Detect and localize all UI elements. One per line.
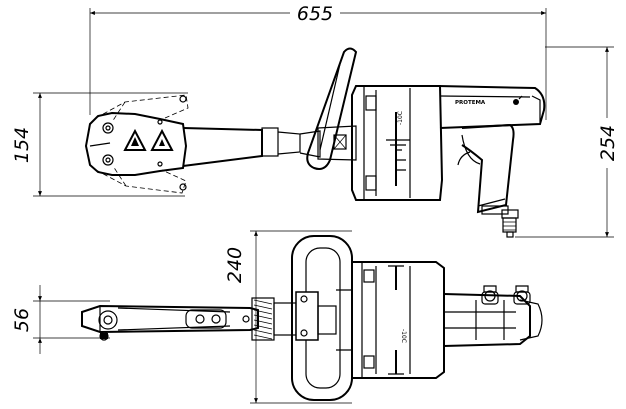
top-motor: -10C [336, 261, 445, 379]
side-handle [306, 47, 358, 170]
dimension-handle-width: 240 [224, 230, 352, 404]
dimension-jaw-thickness: 56 [11, 285, 110, 354]
dimension-value-655: 655 [297, 3, 333, 25]
dimension-value-240: 240 [224, 247, 246, 283]
dimension-jaw-height: 154 [11, 92, 188, 197]
dimension-value-254: 254 [597, 125, 619, 161]
pistol-grip [457, 123, 519, 238]
tool-body: PROTEMA [437, 85, 546, 129]
model-label-side: -10C [397, 111, 404, 125]
motor-housing: -10C [351, 85, 444, 201]
brand-label: PROTEMA [455, 100, 486, 106]
top-rear-body [443, 285, 543, 347]
dimension-value-56: 56 [11, 308, 33, 332]
top-view: -10C [81, 235, 543, 401]
side-view: -10C PROTEMA [84, 47, 546, 238]
dimension-value-154: 154 [11, 127, 33, 163]
model-label-top: -10C [400, 329, 407, 343]
top-cutter-arm [81, 304, 259, 341]
dimension-tool-height: 254 [515, 46, 619, 238]
cutter-jaw-head [84, 95, 188, 191]
dimension-overall-length: 655 [89, 3, 547, 120]
d-handle [291, 235, 353, 401]
warning-icon [123, 128, 174, 151]
